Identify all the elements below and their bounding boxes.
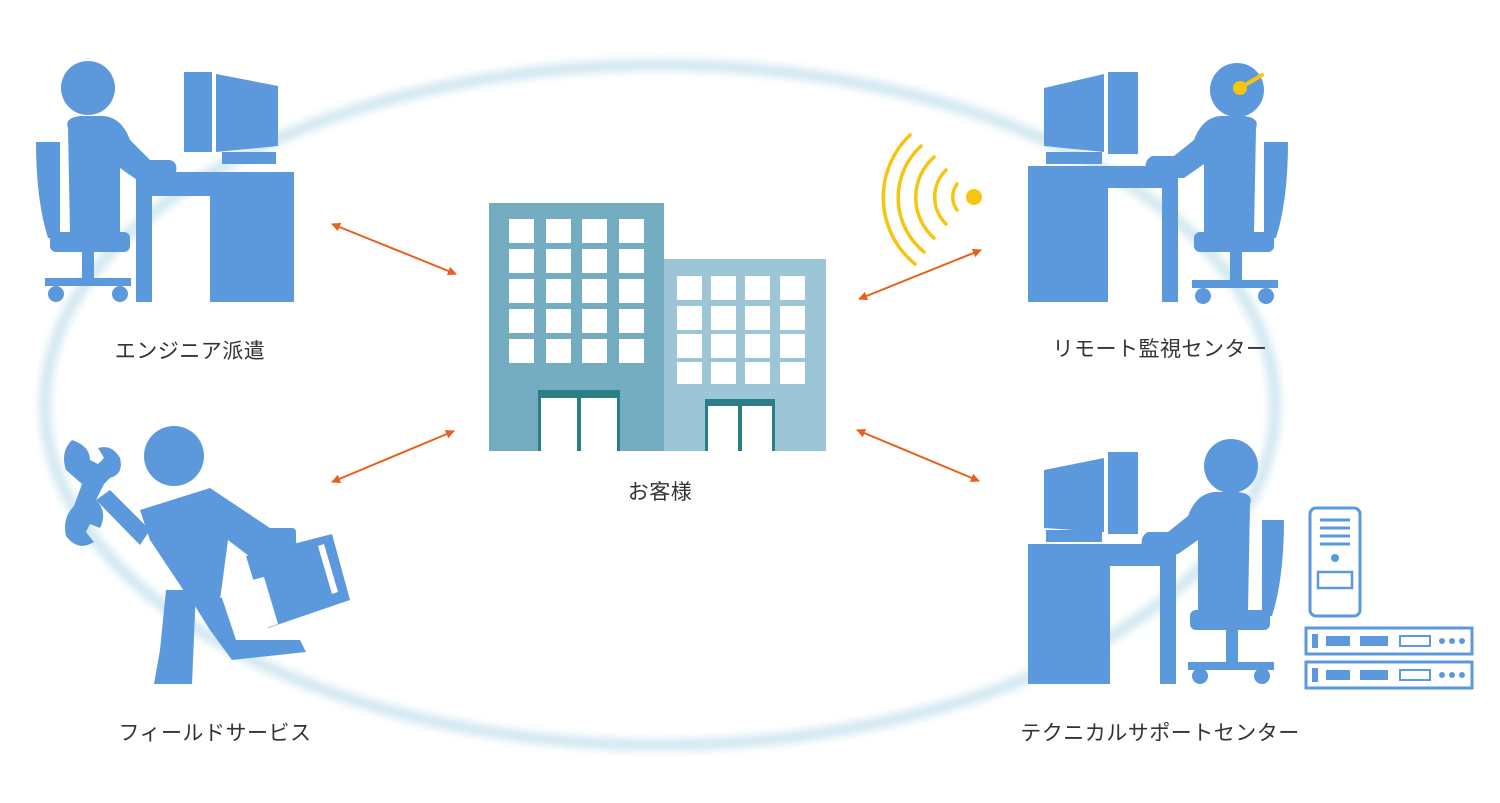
server-rack-icon <box>1304 506 1474 690</box>
operator-headset-icon <box>1028 63 1288 304</box>
label-field-service: フィールドサービス <box>118 721 312 745</box>
connection-ring <box>39 59 1281 751</box>
arrow-field-customer <box>331 429 455 484</box>
headset-icon <box>1233 73 1264 95</box>
label-remote-monitoring-center: リモート監視センター <box>1052 337 1268 361</box>
label-customer: お客様 <box>627 480 693 504</box>
label-technical-support-center: テクニカルサポートセンター <box>1020 721 1300 745</box>
label-engineer-dispatch: エンジニア派遣 <box>114 339 266 363</box>
toolbox-handle-icon <box>252 544 338 628</box>
engineer-at-desk-icon <box>36 61 294 302</box>
arrow-support-customer <box>856 428 980 483</box>
connection-arrows <box>331 222 982 484</box>
wireless-signal-icon <box>881 133 982 266</box>
arrow-remote-customer <box>858 248 982 301</box>
support-desk-icon <box>1028 439 1284 684</box>
arrow-engineer-customer <box>331 222 457 276</box>
building-icon <box>489 203 826 451</box>
